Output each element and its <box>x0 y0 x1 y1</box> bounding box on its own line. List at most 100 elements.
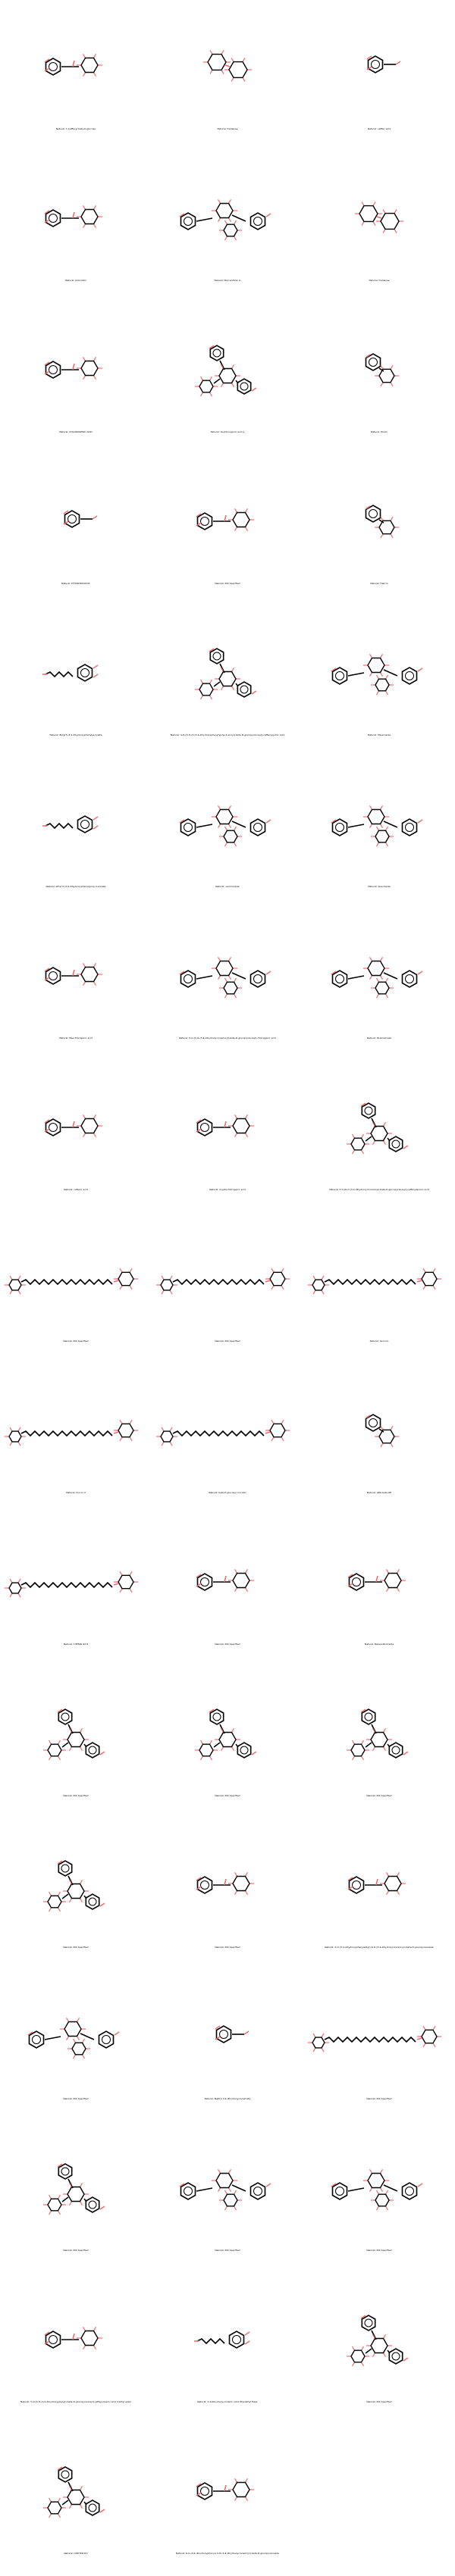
molecule-label: Natural: caftaric acid <box>64 1188 88 1191</box>
molecule-structure-image <box>347 1568 406 1593</box>
molecule-cell: Natural: 5-O-[3-O-(3,4-dihydroxycinnamoy… <box>152 909 303 1061</box>
molecule-label: Natural: 6-O-(3,4-dihydroxyphenyl)-3-O-(… <box>176 2552 279 2555</box>
molecule-label: Natural: ethyl 3-(3,4-dihydroxyphenyl)pr… <box>46 885 106 888</box>
molecule-label: Natural: Not-Specified <box>63 1340 89 1343</box>
molecule-cell: Natural: Minecoside <box>303 606 455 758</box>
molecule-cell: Natural: CHLOROGENIC ACID <box>0 303 152 455</box>
molecule-label: Natural: Helicin <box>370 582 388 585</box>
molecule-structure-image <box>365 505 399 539</box>
molecule-structure-image <box>43 1708 105 1761</box>
molecule-label: Natural: 4-O-[3-O-(3-(3,4-dihydroxypheny… <box>170 733 285 736</box>
molecule-label: Natural: Picein <box>371 430 388 433</box>
molecule-structure-image <box>194 2331 250 2349</box>
molecule-label: Natural: caffeic acid <box>367 127 391 130</box>
molecule-label: Natural: DTXSID5020231 <box>61 582 90 585</box>
molecule-label: Natural: Rosmarinate <box>367 1036 391 1039</box>
molecule-cell: Natural: Not-Specified <box>0 2121 152 2273</box>
molecule-structure-image <box>44 53 102 77</box>
molecule-cell: Natural: caffeic acid <box>303 0 455 152</box>
molecule-structure-image <box>42 664 99 682</box>
molecule-cell: Natural: Not-Specified <box>0 1818 152 1970</box>
molecule-structure-image <box>156 1268 290 1295</box>
molecule-structure-image <box>156 1419 290 1446</box>
molecule-cell: Natural: 4-O-(3,4-dihydroxyphenylethyl)-… <box>303 1818 455 1970</box>
molecule-cell: Natural: Not-Specified <box>303 1970 455 2121</box>
molecule-label: Natural: Not-Specified <box>366 2249 392 2252</box>
molecule-cell: Natural: Helicin <box>303 455 455 606</box>
molecule-cell: Natural: Not-Specified <box>152 2121 303 2273</box>
molecule-cell: Natural: 3-O-[6-O-(3,4-dihydroxycinnamoy… <box>303 1061 455 1212</box>
molecule-label: Natural: 138590-92-8 <box>63 1643 89 1646</box>
molecule-structure-image <box>179 805 271 847</box>
molecule-cell: Natural: Not-Specified <box>152 455 303 606</box>
molecule-structure-image <box>203 50 252 82</box>
molecule-structure-image <box>5 1419 138 1446</box>
molecule-label: Natural: Not-Specified <box>215 582 240 585</box>
molecule-cell: Natural: caftaric acid <box>0 1061 152 1212</box>
molecule-cell: Natural: Crocin-4 <box>0 1364 152 1515</box>
molecule-label: Natural: Macranthoin G <box>214 279 241 282</box>
molecule-label: Natural: beta-D-glucosyl crocetin <box>209 1491 246 1494</box>
molecule-cell: Natural: Isochlorogenic acid A <box>152 303 303 455</box>
molecule-label: Natural: trehalose <box>369 279 390 282</box>
molecule-label: Natural: Not-Specified <box>215 1946 240 1949</box>
molecule-label: Natural: Specioside <box>368 885 391 888</box>
molecule-label: Natural: trehalose <box>217 127 238 130</box>
molecule-structure-image <box>331 956 423 999</box>
molecule-structure-image <box>179 956 271 999</box>
molecule-label: Natural: Methyl 3,4-dihydroxycinnamate <box>204 2097 251 2100</box>
molecule-cell: Natural: Not-Specified <box>0 1667 152 1818</box>
molecule-cell: Natural: Not-Specified <box>0 1212 152 1364</box>
molecule-structure-image <box>179 199 271 241</box>
molecule-label: Natural: Cryptochlorogenic acid <box>209 1188 246 1191</box>
molecule-structure-image <box>308 2025 441 2052</box>
molecule-label: Natural: 3-O-[4-O-(3,4-dihydroxyphenyl)-… <box>20 2400 131 2403</box>
molecule-cell: Natural: ethyl 3-(3,4-dihydroxyphenyl)pr… <box>0 758 152 909</box>
molecule-cell: Natural: Not-Specified <box>152 1515 303 1667</box>
molecule-cell: Natural: 3-O-[4-O-(3,4-dihydroxyphenyl)-… <box>0 2273 152 2424</box>
molecule-cell: Natural: Rosmarinate <box>303 909 455 1061</box>
molecule-label: Natural: 3-O-[6-O-(3,4-dihydroxycinnamoy… <box>329 1188 429 1191</box>
molecule-structure-image <box>347 1102 409 1155</box>
molecule-structure-image <box>195 1708 257 1761</box>
molecule-structure-image <box>195 648 257 700</box>
molecule-label: Natural: Not-Specified <box>215 1794 240 1797</box>
molecule-cell: Natural: 6-O-(3,4-dihydroxyphenyl)-3-O-(… <box>152 2424 303 2576</box>
molecule-structure-image <box>44 962 102 986</box>
molecule-cell: Natural: Methyl 3,4-dihydroxycinnamate <box>152 1970 303 2121</box>
molecule-cell: Natural: Neochlorogenic acid <box>0 909 152 1061</box>
molecule-structure-image <box>366 55 401 73</box>
molecule-structure-image <box>42 815 99 833</box>
molecule-cell: Natural: Not-Specified <box>303 2273 455 2424</box>
molecule-cell: Natural: Resveratroloside <box>303 1515 455 1667</box>
molecule-structure-image <box>347 1871 406 1896</box>
molecule-structure-image <box>196 2478 254 2502</box>
molecule-label: Natural: phloridzin <box>65 279 86 282</box>
molecule-structure-image <box>43 2466 105 2518</box>
molecule-cell: Natural: 3,4-Dihydroxycinnamic Acid Phen… <box>152 2273 303 2424</box>
molecule-cell: Natural: Butyl3-(3,4-dihydroxyphenyl)acr… <box>0 606 152 758</box>
molecule-label: Natural: Minecoside <box>368 733 391 736</box>
molecule-structure-image <box>365 1414 399 1448</box>
molecule-cell: Natural: Not-Specified <box>303 1667 455 1818</box>
molecule-cell: Natural: trehalose <box>303 152 455 303</box>
molecule-structure-image <box>355 202 403 233</box>
molecule-label: Natural: Resveratroloside <box>364 1643 394 1646</box>
molecule-structure-image <box>179 2168 271 2211</box>
molecule-label: Natural: Not-Specified <box>63 2097 89 2100</box>
molecule-structure-image <box>331 2168 423 2211</box>
molecule-label: Natural: verminoside <box>215 885 240 888</box>
molecule-cell: Natural: C26H32O13 <box>0 2424 152 2576</box>
molecule-cell: Natural: Macranthoin G <box>152 152 303 303</box>
molecule-cell: Natural: Not-Specified <box>152 1667 303 1818</box>
molecule-structure-image <box>5 1268 138 1295</box>
molecule-cell: Natural: Not-Specified <box>152 1212 303 1364</box>
molecule-label: Natural: Not-Specified <box>63 2249 89 2252</box>
molecule-cell: Natural: Cryptochlorogenic acid <box>152 1061 303 1212</box>
molecule-label: Natural: Not-Specified <box>366 2400 392 2403</box>
molecule-label: Natural: 1-Caffeoyl-beta-D-glucose <box>55 127 96 130</box>
molecule-label: Natural: Not-Specified <box>63 1794 89 1797</box>
molecule-label: Natural: Neochlorogenic acid <box>59 1036 93 1039</box>
molecule-structure-image <box>43 1860 105 1912</box>
